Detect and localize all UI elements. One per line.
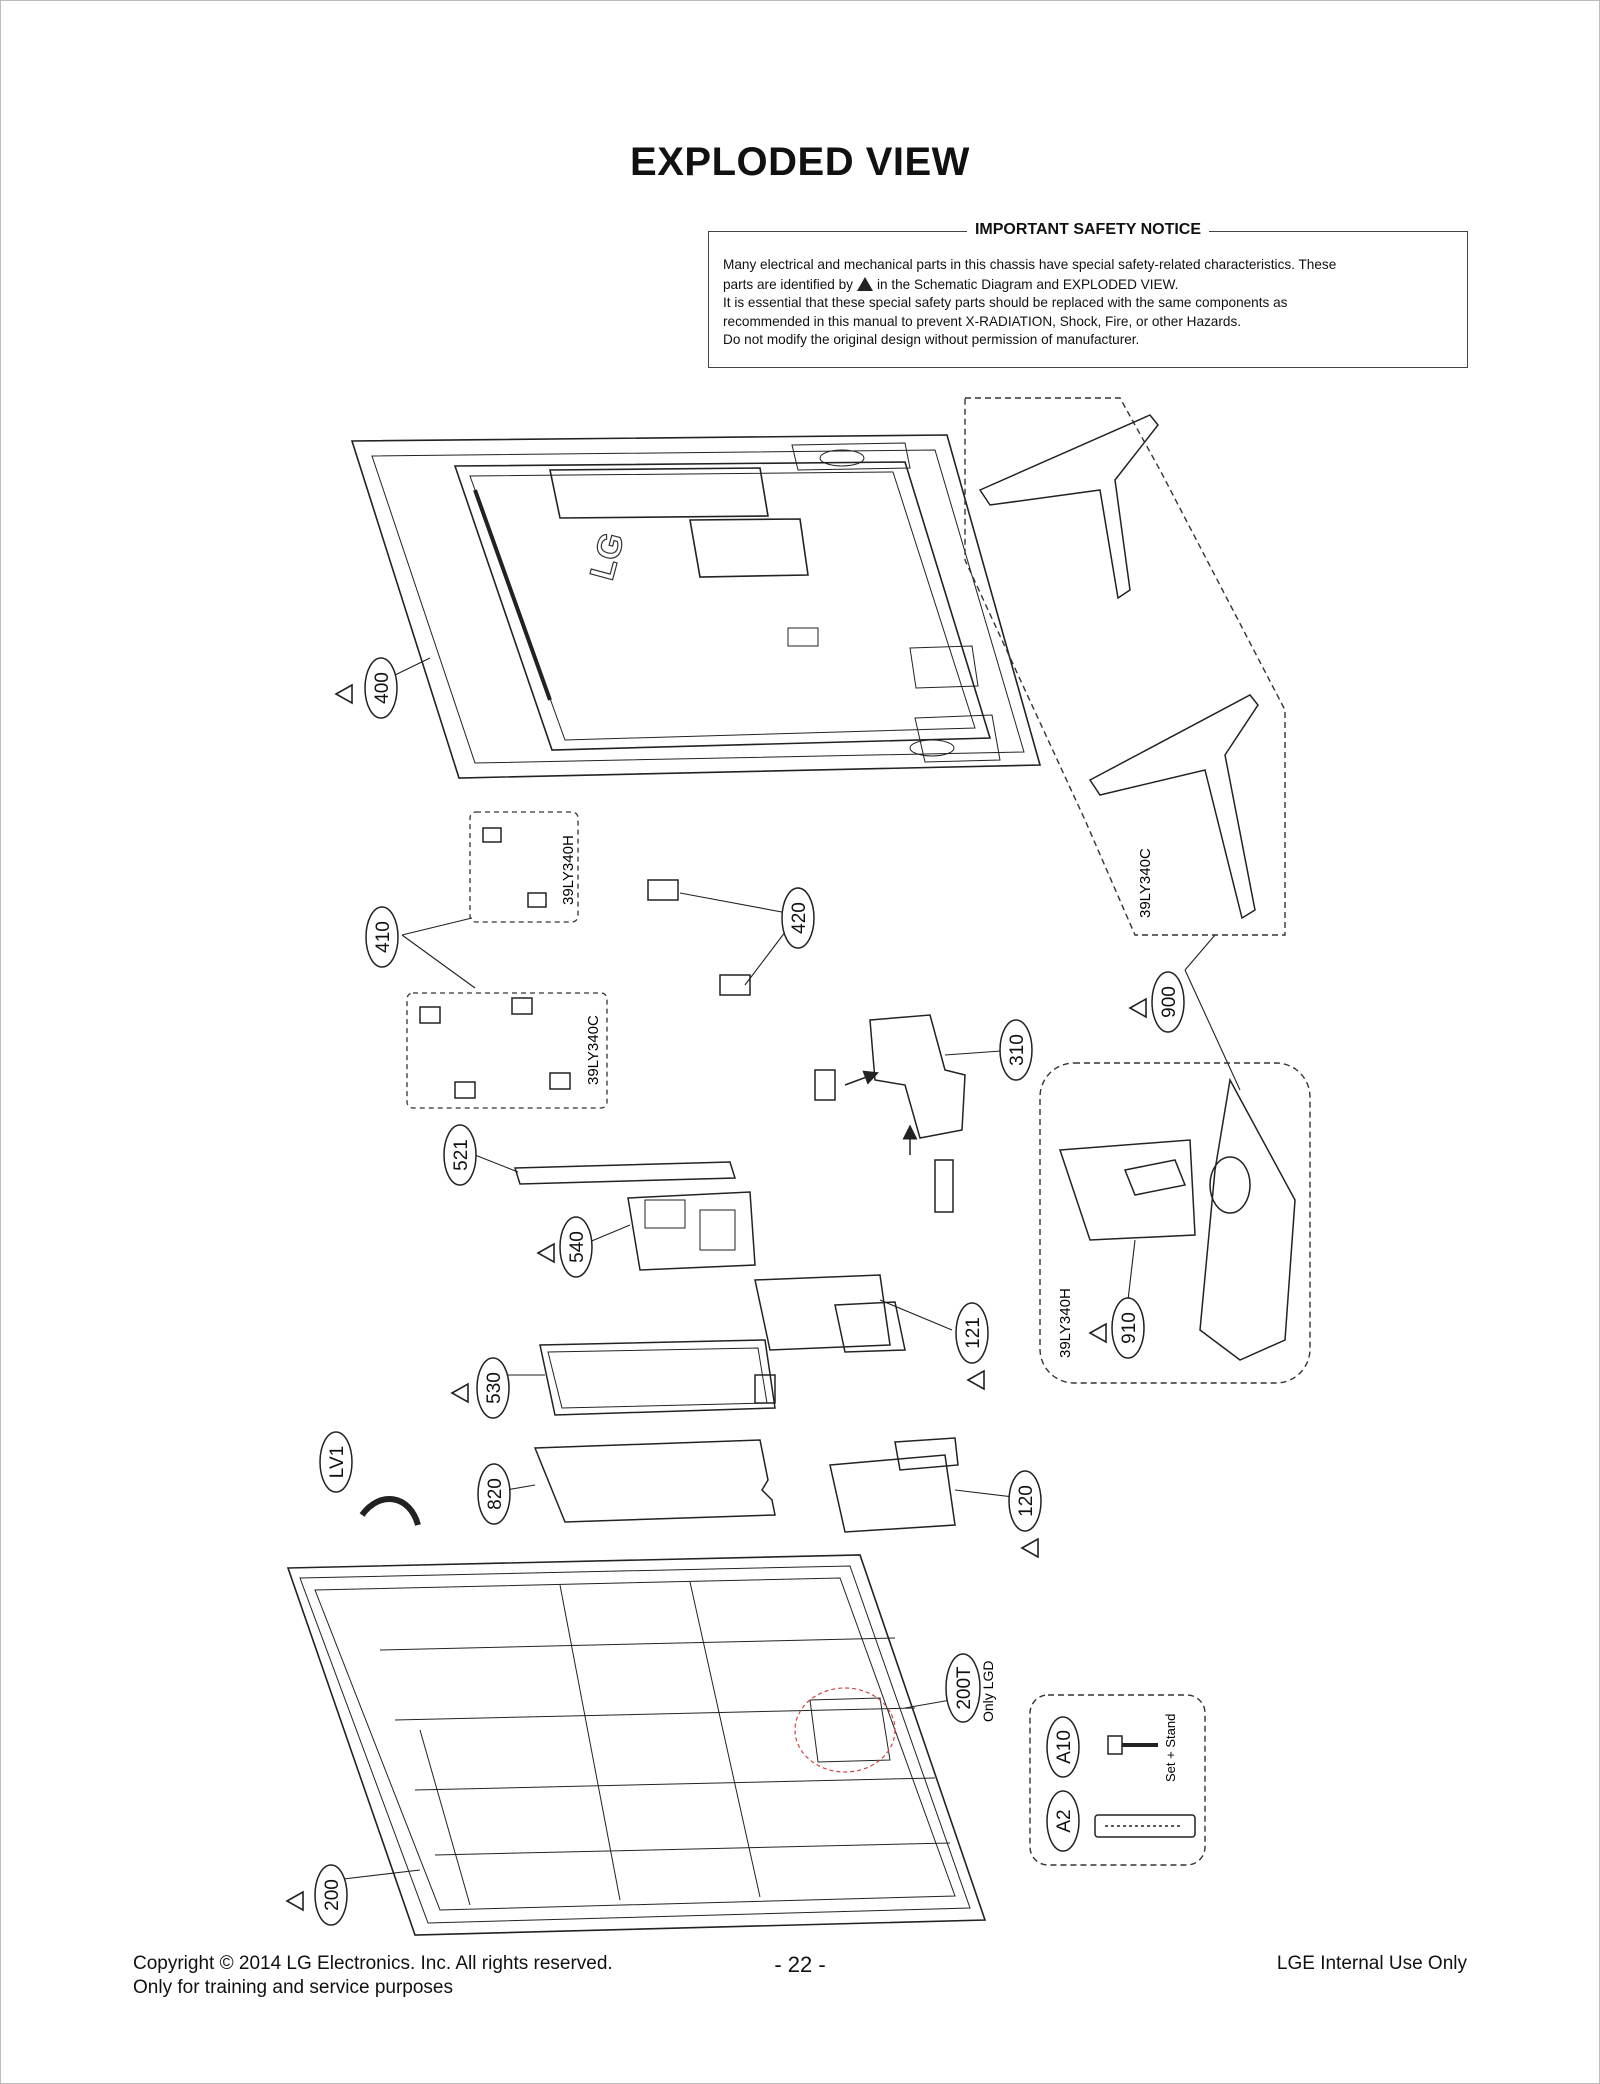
only-lgd-label: Only LGD — [980, 1661, 996, 1722]
notice-line-4: recommended in this manual to prevent X-… — [723, 313, 1242, 329]
warning-triangle-icon — [856, 276, 873, 291]
stand-h-drawing — [1058, 1077, 1296, 1361]
warning-triangle-icon — [1088, 1322, 1107, 1344]
safety-notice-box: IMPORTANT SAFETY NOTICE Many electrical … — [708, 221, 1468, 368]
part-number-lv1: LV1 — [327, 1446, 348, 1478]
back-cover-drawing — [350, 434, 1042, 779]
part-120-drawing — [829, 1437, 959, 1533]
notice-line-2: parts are identified by in the Schematic … — [723, 275, 1453, 295]
notice-line-1: Many electrical and mechanical parts in … — [723, 257, 1337, 272]
stand-h-dashed-box — [1039, 1062, 1311, 1384]
page-title: EXPLODED VIEW — [630, 140, 970, 184]
page-number: - 22 - — [774, 1952, 826, 1977]
warning-triangle-icon — [334, 683, 353, 705]
stand-h-model-label: 39LY340H — [1057, 1288, 1074, 1358]
notice-line-2a: parts are identified by — [723, 276, 853, 292]
remote-drawing — [1094, 1814, 1196, 1838]
part-410-h-box — [469, 811, 579, 923]
accessory-dashed-box — [1029, 1694, 1206, 1866]
warning-triangle-icon — [1020, 1537, 1039, 1559]
part-number-200: 200 — [322, 1879, 343, 1911]
part-420-brackets — [647, 879, 751, 996]
leader-lines — [334, 657, 1241, 1881]
part-bubbles — [314, 657, 1185, 1926]
notice-line-2b: in the Schematic Diagram and EXPLODED VI… — [876, 276, 1179, 292]
model-c-label-1: 39LY340C — [585, 1015, 602, 1085]
part-number-530: 530 — [484, 1372, 505, 1404]
part-number-310: 310 — [1007, 1034, 1028, 1066]
part-number-400: 400 — [372, 672, 393, 704]
part-number-a10: A10 — [1054, 1730, 1075, 1764]
part-numbers: 400 410 420 310 900 521 540 121 910 530 … — [322, 672, 1180, 1911]
part-number-521: 521 — [451, 1139, 472, 1171]
lg-logo: LG — [583, 529, 632, 584]
safety-triangles — [285, 683, 1147, 1912]
notice-line-3: It is essential that these special safet… — [723, 295, 1288, 310]
warning-triangle-icon — [450, 1382, 469, 1404]
part-number-410: 410 — [373, 921, 394, 953]
warning-triangle-icon — [285, 1890, 304, 1912]
stand-c-legs-drawing — [978, 414, 1259, 920]
copyright-text: Copyright © 2014 LG Electronics. Inc. Al… — [133, 1953, 613, 1974]
part-number-121: 121 — [963, 1317, 984, 1349]
training-text: Only for training and service purposes — [133, 1977, 453, 1998]
safety-notice-heading: IMPORTANT SAFETY NOTICE — [966, 221, 1210, 238]
notice-line-5: Do not modify the original design withou… — [723, 332, 1140, 347]
warning-triangle-icon — [536, 1242, 555, 1264]
part-310-drawing — [814, 1014, 966, 1213]
module-200-drawing — [286, 1554, 987, 1936]
lv1-rotation-arrow — [359, 1496, 421, 1526]
part-521-drawing — [513, 1161, 737, 1185]
part-number-200t: 200T — [954, 1666, 975, 1710]
stand-c-model-label: 39LY340C — [1137, 848, 1154, 918]
part-410-c-brackets — [419, 997, 571, 1099]
warning-triangle-icon — [1128, 997, 1147, 1019]
part-410-h-brackets — [482, 827, 547, 908]
part-number-120: 120 — [1016, 1485, 1037, 1517]
part-number-540: 540 — [567, 1231, 588, 1263]
part-number-a2: A2 — [1054, 1809, 1075, 1832]
internal-use-text: LGE Internal Use Only — [1276, 1953, 1467, 1974]
part-530-drawing — [539, 1339, 776, 1416]
warning-triangle-icon — [966, 1369, 985, 1391]
set-stand-label: Set + Stand — [1163, 1714, 1178, 1782]
screw-drawing — [1107, 1735, 1158, 1755]
model-h-label-1: 39LY340H — [560, 835, 577, 905]
part-121-drawing — [754, 1274, 906, 1353]
safety-notice-body: Many electrical and mechanical parts in … — [723, 256, 1453, 350]
part-number-820: 820 — [485, 1478, 506, 1510]
footer-left: Copyright © 2014 LG Electronics. Inc. Al… — [133, 1952, 613, 2000]
part-820-drawing — [533, 1439, 776, 1523]
part-number-900: 900 — [1159, 986, 1180, 1018]
part-number-910: 910 — [1119, 1312, 1140, 1344]
part-number-420: 420 — [789, 902, 810, 934]
part-410-c-box — [406, 992, 608, 1109]
part-540-drawing — [627, 1191, 756, 1271]
safety-notice-heading-wrap: IMPORTANT SAFETY NOTICE — [709, 221, 1467, 239]
